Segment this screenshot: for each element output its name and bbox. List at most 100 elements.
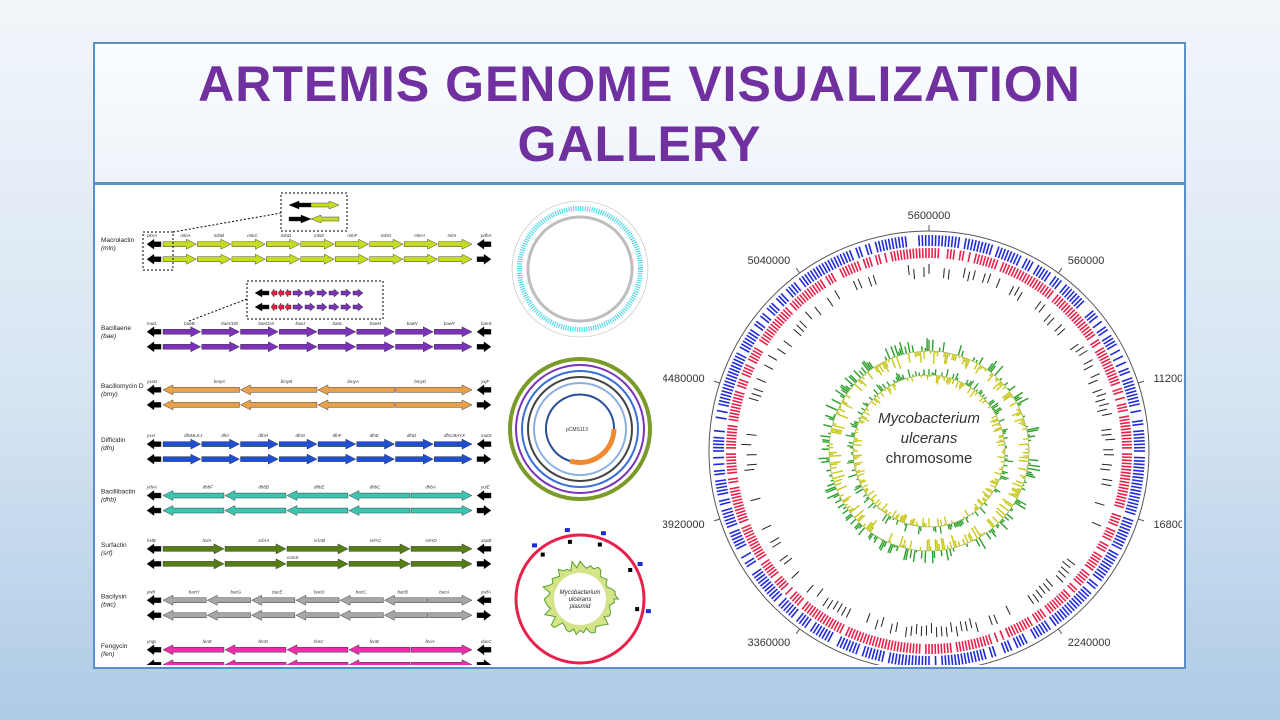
gene-label: dacC — [481, 639, 492, 644]
gc-content-bar — [936, 518, 940, 527]
gc-skew-bar — [952, 354, 956, 361]
reverse-cds-tick — [993, 259, 999, 270]
map1-feature-tick — [616, 313, 621, 319]
gc-skew-bar — [895, 356, 902, 369]
gene-arrow — [279, 453, 318, 465]
forward-cds-tick — [963, 238, 967, 250]
map1-feature-tick — [523, 293, 529, 298]
gc-content-bar — [989, 480, 998, 486]
map1-feature-tick — [517, 260, 523, 263]
feature-tick — [1100, 468, 1111, 471]
map1-feature-tick — [518, 256, 524, 259]
map1-feature-tick — [517, 276, 523, 279]
gc-skew-bar — [894, 345, 899, 357]
map1-feature-tick — [598, 323, 602, 329]
forward-cds-tick — [1133, 469, 1145, 473]
gc-content-bar — [858, 479, 861, 482]
feature-tick — [1088, 379, 1098, 385]
reverse-cds-tick — [728, 480, 739, 484]
gc-skew-bar — [884, 360, 889, 368]
forward-cds-tick — [988, 244, 994, 256]
gc-skew-bar — [840, 389, 848, 395]
gc-skew-bar — [987, 362, 994, 371]
reverse-cds-tick — [946, 248, 949, 259]
gene-label: bacE — [272, 589, 283, 594]
forward-cds-tick — [1119, 370, 1131, 377]
gc-skew-bar — [979, 532, 983, 537]
gc-content-bar — [884, 515, 891, 524]
gene-arrow — [348, 558, 411, 570]
forward-cds-tick — [1032, 627, 1040, 638]
forward-cds-tick — [1054, 279, 1063, 290]
reverse-cds-tick — [735, 509, 746, 515]
forward-cds-tick — [1133, 440, 1145, 443]
reverse-cds-tick — [1036, 610, 1044, 620]
forward-cds-tick — [855, 247, 861, 259]
gc-content-bar — [977, 498, 984, 505]
gc-content-bar — [865, 491, 868, 494]
map1-feature-tick — [605, 320, 609, 326]
gc-content-bar — [958, 381, 962, 388]
gc-content-bar — [998, 468, 1003, 471]
feature-tick — [1045, 578, 1053, 587]
forward-cds-tick — [733, 537, 744, 544]
map1-feature-tick — [543, 315, 547, 321]
map3-black-feature — [540, 552, 545, 557]
map1-feature-tick — [520, 246, 526, 250]
gc-skew-bar — [841, 401, 853, 410]
gc-skew-bar — [996, 507, 1007, 516]
gc-skew-bar — [961, 356, 964, 360]
axis-tick — [1138, 380, 1145, 384]
gc-skew-bar — [857, 527, 866, 536]
map3-black-feature — [635, 607, 640, 612]
forward-cds-tick — [1121, 377, 1133, 383]
feature-tick — [783, 340, 793, 348]
gc-skew-bar — [994, 377, 998, 381]
gene-label: dfnD — [407, 433, 417, 438]
forward-cds-tick — [1075, 300, 1085, 309]
gc-skew-bar — [856, 514, 864, 521]
map3-blue-feature — [600, 531, 606, 536]
forward-cds-tick — [1131, 482, 1143, 486]
reverse-cds-tick — [1114, 504, 1125, 509]
reverse-cds-tick — [732, 399, 743, 404]
map1-feature-tick — [596, 324, 600, 330]
gc-skew-bar — [1012, 482, 1023, 488]
gc-content-bar — [895, 372, 901, 382]
gc-content-bar — [892, 518, 895, 521]
gc-skew-bar — [1016, 412, 1022, 417]
reverse-cds-tick — [741, 524, 751, 530]
reverse-cds-tick — [750, 352, 761, 359]
gc-skew-bar — [838, 406, 842, 409]
reverse-cds-tick — [822, 615, 829, 625]
feature-tick — [750, 497, 761, 502]
map1-feature-tick — [633, 243, 639, 247]
gc-skew-bar — [1001, 391, 1011, 399]
gc-skew-bar — [825, 414, 835, 420]
gene-label: dhbE — [314, 485, 326, 490]
gene-label: bmyB — [281, 379, 293, 384]
reverse-cds-tick — [1010, 266, 1017, 277]
gene-label: yxxD — [146, 379, 158, 384]
map1-feature-tick — [549, 319, 553, 325]
flank-gene-arrow — [476, 253, 492, 265]
feature-tick — [841, 606, 847, 616]
map3-black-feature — [628, 568, 633, 572]
reverse-cds-tick — [1103, 363, 1114, 370]
reverse-cds-tick — [1015, 622, 1022, 633]
reverse-cds-tick — [768, 568, 777, 577]
forward-cds-tick — [1118, 367, 1129, 374]
reverse-cds-tick — [1121, 468, 1132, 471]
reverse-cds-tick — [830, 619, 837, 630]
gc-skew-bar — [849, 504, 860, 514]
map1-feature-tick — [607, 319, 611, 325]
gc-skew-bar — [907, 342, 911, 353]
forward-cds-tick — [1126, 504, 1138, 509]
feature-tick — [1035, 589, 1043, 599]
reverse-cds-tick — [1013, 268, 1020, 279]
map1-feature-tick — [601, 322, 604, 328]
map1-feature-tick — [634, 288, 640, 291]
gc-skew-bar — [988, 530, 992, 534]
gc-skew-bar — [848, 375, 857, 384]
